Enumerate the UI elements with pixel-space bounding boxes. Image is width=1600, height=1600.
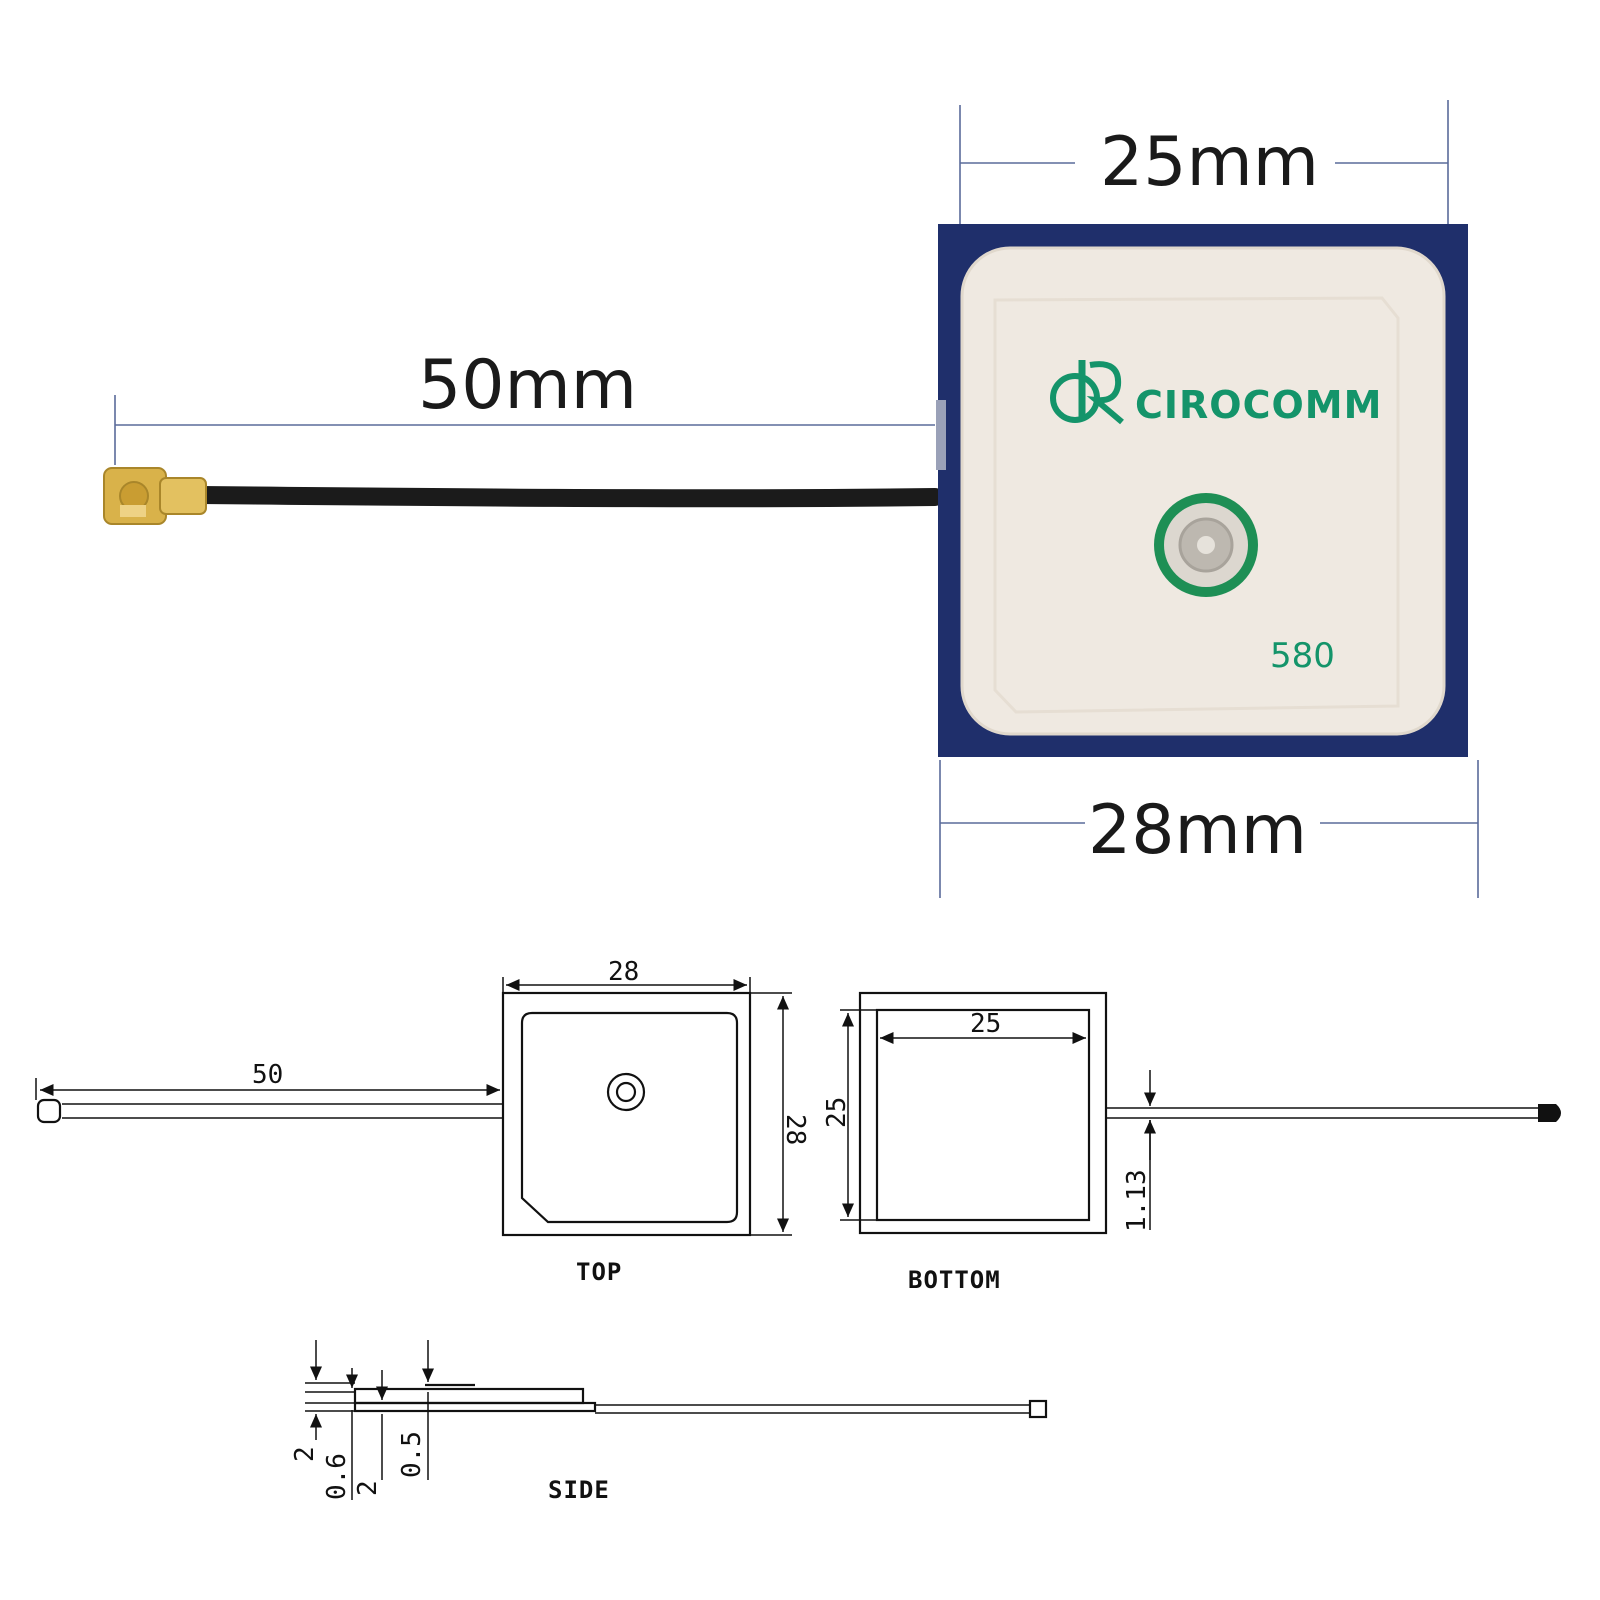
bottom-view-label: BOTTOM xyxy=(908,1266,1001,1294)
bottom-view-drawing: 25 25 1.13 BOTTOM xyxy=(822,991,1561,1294)
side-dim-2: 0.6 xyxy=(322,1453,352,1500)
photo-section: 25mm 50mm CIROCOMM xyxy=(103,100,1479,898)
side-patch-body xyxy=(353,1387,585,1405)
bottom-height-label: 25 xyxy=(822,1097,852,1128)
width-dim-label: 25mm xyxy=(1100,123,1319,202)
top-inner-patch xyxy=(520,1011,739,1224)
cable-solder-point xyxy=(936,400,946,470)
top-width-label: 28 xyxy=(608,957,639,987)
silver-patch-outline xyxy=(993,296,1400,714)
top-feed-inner xyxy=(615,1081,637,1103)
ufl-connector xyxy=(103,467,207,525)
bottom-connector xyxy=(1538,1104,1561,1122)
bottom-outer-outline xyxy=(858,991,1108,1235)
feed-pin-icon xyxy=(1154,493,1258,597)
model-number: 580 xyxy=(1270,636,1335,676)
side-substrate xyxy=(353,1401,597,1413)
bottom-width-label: 25 xyxy=(970,1009,1001,1039)
top-height-label: 28 xyxy=(780,1114,810,1145)
cable-dim-label: 50mm xyxy=(418,346,637,425)
brand-logo-text: CIROCOMM xyxy=(1135,383,1382,427)
side-view-drawing: 2 0.6 2 0.5 SIDE xyxy=(290,1340,1048,1504)
top-view-label: TOP xyxy=(576,1258,622,1286)
ceramic-patch xyxy=(960,246,1446,736)
side-dim-3: 2 xyxy=(353,1480,383,1496)
top-feed-outer xyxy=(606,1072,646,1112)
top-view-drawing: 28 28 50 TOP xyxy=(35,957,810,1286)
top-cable-label: 50 xyxy=(252,1060,283,1090)
side-dim-4: 0.5 xyxy=(397,1431,427,1478)
top-outer-outline xyxy=(501,991,752,1237)
base-dim-label: 28mm xyxy=(1088,791,1307,870)
bottom-inner-square xyxy=(875,1008,1091,1222)
bottom-cable-dia-label: 1.13 xyxy=(1122,1169,1152,1232)
top-connector xyxy=(36,1098,62,1124)
coax-cable xyxy=(191,486,944,508)
cirocomm-logo-icon xyxy=(1050,360,1124,425)
side-dim-1: 2 xyxy=(290,1446,320,1462)
side-connector xyxy=(1028,1399,1048,1419)
side-view-label: SIDE xyxy=(548,1476,610,1504)
